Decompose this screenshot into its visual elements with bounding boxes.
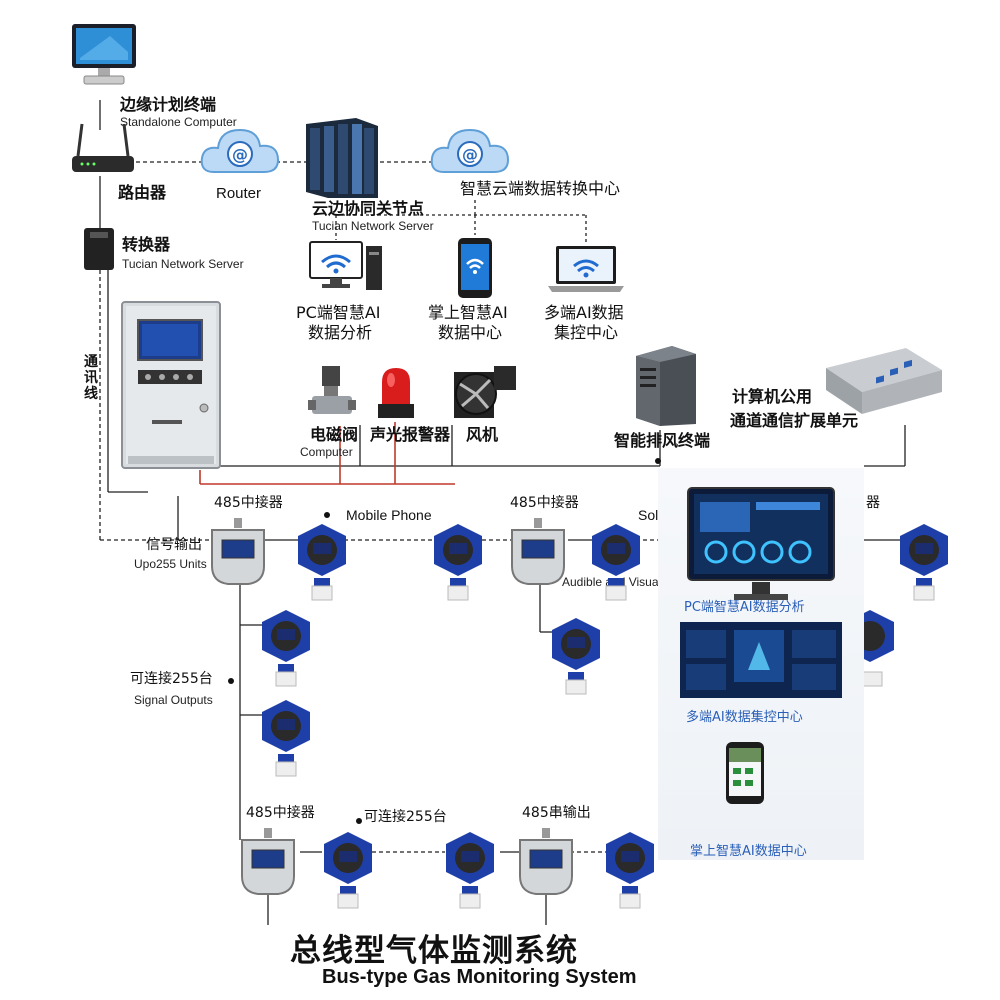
smart-cloud-icon: @: [430, 128, 510, 173]
svg-text:@: @: [462, 145, 478, 164]
ai-platform-overlay: PC端智慧AI数据分析 多端AI数据集控中心 掌上智慧AI数据中心: [658, 468, 864, 860]
converter-icon: [84, 228, 114, 270]
junction-dot: [324, 512, 330, 518]
gateway-label-zh: 云边协同关节点: [312, 199, 425, 218]
fan-label-zh: 风机: [466, 425, 499, 444]
junction-dot: [228, 678, 234, 684]
gas-detector: [434, 524, 482, 601]
solenoid-valve-icon: [308, 366, 356, 414]
repeater-3-label: 485中接器: [246, 805, 315, 821]
pc-ai-label-1: PC端智慧AI: [296, 303, 381, 322]
smart-cloud-label: 智慧云端数据转换中心: [460, 179, 621, 198]
gas-controller-cabinet: [121, 301, 221, 469]
smartphone-icon: [458, 238, 492, 298]
edge-terminal-label-zh: 边缘计划终端: [120, 95, 217, 114]
junction-dot: [655, 458, 661, 464]
exhaust-label-zh: 智能排风终端: [614, 431, 711, 450]
pc-dashboard-monitor-icon: [687, 487, 835, 600]
connect-255-bottom-label: 可连接255台: [364, 809, 447, 825]
diagram-title-en: Bus-type Gas Monitoring System: [322, 966, 637, 988]
desktop-pc-icon: [309, 241, 382, 290]
repeater-device: [519, 828, 573, 895]
repeater-device: [241, 828, 295, 895]
valve-label-en: Computer: [300, 445, 353, 459]
expansion-label-1: 计算机公用: [732, 387, 813, 406]
multi-dashboard-screen-icon: [680, 622, 842, 698]
router-cloud-label: Router: [216, 185, 262, 202]
gas-detector: [446, 832, 494, 909]
output-485-label: 485串输出: [522, 805, 591, 821]
panel-mobile-label: 掌上智慧AI数据中心: [690, 844, 807, 859]
router-icon: [72, 123, 134, 172]
mobile-app-icon: [726, 742, 764, 804]
connect-255-label: 可连接255台: [130, 671, 213, 687]
panel-pc-label: PC端智慧AI数据分析: [684, 600, 805, 615]
gas-detector: [262, 610, 310, 687]
exhaust-terminal-icon: [636, 346, 696, 426]
fan-icon: [454, 366, 516, 418]
router-label-zh: 路由器: [118, 183, 167, 202]
expansion-unit-icon: [826, 348, 942, 414]
alarm-light-icon: [378, 368, 414, 418]
multi-ai-label-2: 集控中心: [554, 323, 619, 342]
converter-label-zh: 转换器: [122, 235, 171, 254]
signal-output-zh: 信号输出: [146, 537, 202, 553]
sol-partial-label: Sol: [638, 507, 659, 523]
pc-ai-label-2: 数据分析: [308, 323, 373, 342]
repeater-device: [511, 518, 565, 585]
mobile-phone-label: Mobile Phone: [346, 507, 432, 523]
diagram-title-zh: 总线型气体监测系统: [290, 933, 578, 969]
mobile-ai-label-1: 掌上智慧AI: [428, 303, 508, 322]
repeater-1-label: 485中接器: [214, 495, 283, 511]
repeater-right-partial-label: 器: [866, 495, 880, 511]
converter-label-en: Tucian Network Server: [122, 257, 244, 271]
server-rack-icon: [306, 118, 378, 198]
gas-detector: [592, 524, 640, 601]
cloud-icon: @: [200, 128, 280, 173]
panel-multi-label: 多端AI数据集控中心: [686, 710, 803, 725]
edge-terminal-label-en: Standalone Computer: [120, 115, 237, 129]
gas-detector: [262, 700, 310, 777]
multi-ai-label-1: 多端AI数据: [544, 303, 624, 322]
signal-outputs-label: Signal Outputs: [134, 693, 213, 707]
expansion-label-2: 通道通信扩展单元: [730, 411, 859, 430]
monitor-icon: [72, 24, 136, 85]
junction-dot: [356, 818, 362, 824]
gas-detector: [298, 524, 346, 601]
svg-text:@: @: [232, 145, 248, 164]
laptop-icon: [548, 246, 624, 292]
repeater-2-label: 485中接器: [510, 495, 579, 511]
gas-detector: [900, 524, 948, 601]
cable-label: 通讯线: [84, 354, 98, 402]
gas-detector: [606, 832, 654, 909]
valve-label-zh: 电磁阀: [310, 425, 359, 444]
signal-output-en: Upo255 Units: [134, 557, 207, 571]
repeater-device: [211, 518, 265, 585]
gas-detector: [552, 618, 600, 695]
gateway-label-en: Tucian Network Server: [312, 219, 434, 233]
alarm-label-zh: 声光报警器: [370, 425, 451, 444]
gas-detector: [324, 832, 372, 909]
mobile-ai-label-2: 数据中心: [438, 323, 503, 342]
